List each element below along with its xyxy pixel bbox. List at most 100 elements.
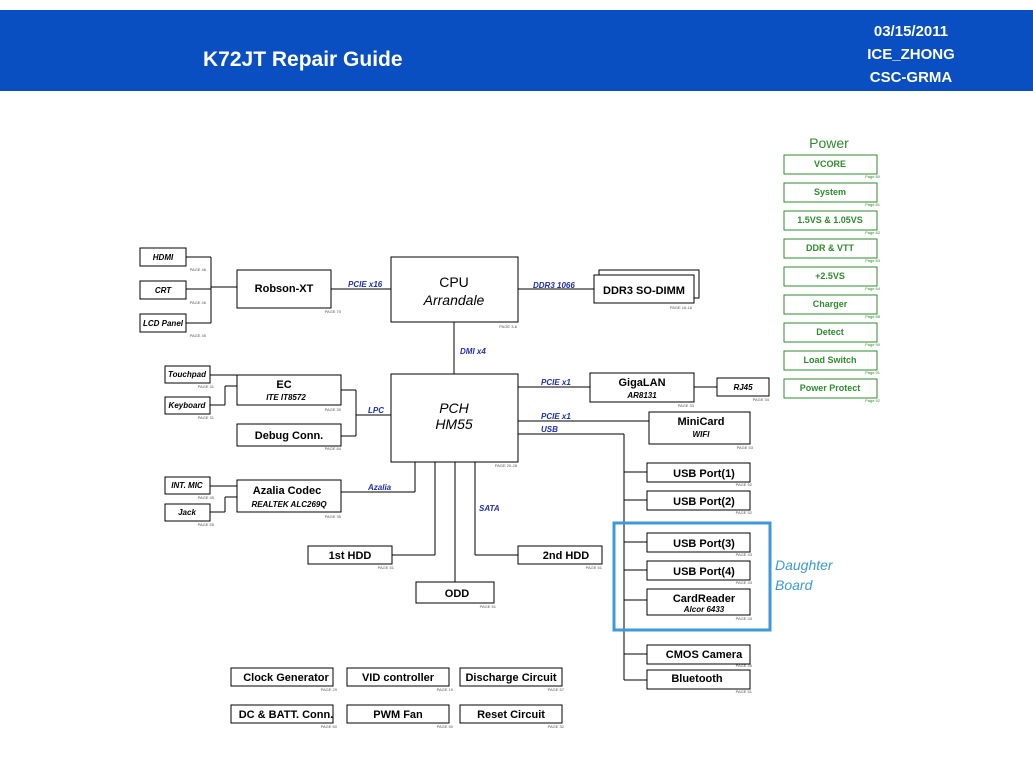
power-item-ddr-vtt: DDR & VTT Page 83	[783, 238, 881, 263]
hdmi-block: HDMI PAGE 46	[139, 247, 207, 272]
discharge-circuit-block: Discharge Circuit PAGE 57	[459, 667, 565, 692]
jack-page: PAGE 55	[198, 522, 215, 527]
int-mic-block: INT. MIC PAGE 45	[164, 476, 215, 500]
clock-generator-label: Clock Generator	[243, 672, 329, 684]
power-item-load-switch-page: Page 91	[865, 370, 881, 375]
rj45-page: PAGE 34	[753, 397, 770, 402]
touchpad-block: Touchpad PAGE 31	[164, 365, 215, 389]
keyboard-page: PAGE 31	[198, 415, 215, 420]
debug-conn-block: Debug Conn. PAGE 64	[236, 423, 342, 451]
power-item-2-5vs: +2.5VS Page 84	[783, 266, 881, 291]
cpu-block: CPU Arrandale PAGE 3-6	[390, 256, 519, 329]
power-item-1-5vs-1-05vs-page: Page 82	[865, 230, 881, 235]
odd-page: PAGE 51	[480, 604, 497, 609]
clock-generator-block: Clock Generator PAGE 29	[230, 667, 338, 692]
header-bar: K72JT Repair Guide 03/15/2011 ICE_ZHONG …	[0, 10, 1033, 91]
power-item-2-5vs-label: +2.5VS	[815, 271, 845, 281]
minicard-label: MiniCard	[677, 416, 724, 428]
cardreader-sub: Alcor 6433	[683, 605, 725, 614]
keyboard-label: Keyboard	[169, 401, 207, 410]
power-title: Power	[809, 135, 849, 151]
odd-label: ODD	[445, 588, 470, 600]
dc-batt-conn-page: PAGE 60	[321, 724, 338, 729]
header-date: 03/15/2011	[873, 23, 949, 40]
hdd1-label: 1st HDD	[329, 550, 372, 562]
power-item-power-protect-page: Page 92	[865, 398, 881, 403]
hdd1-block: 1st HDD PAGE 51	[307, 545, 395, 570]
power-item-1-5vs-1-05vs-label: 1.5VS & 1.05VS	[797, 215, 863, 225]
rj45-label: RJ45	[733, 383, 753, 392]
ec-block: EC ITE IT8572 PAGE 30	[236, 374, 342, 412]
ec-sub: ITE IT8572	[266, 393, 306, 402]
bus-label-ddr3-1066: DDR3 1066	[533, 281, 575, 290]
discharge-circuit-label: Discharge Circuit	[465, 672, 556, 684]
rj45-block: RJ45 PAGE 34	[716, 377, 770, 402]
bluetooth-page: PAGE 51	[736, 689, 753, 694]
power-item-system: System Page 81	[783, 182, 881, 207]
usb-port-4-block: USB Port(4) PAGE 43	[646, 560, 753, 585]
cpu-title: CPU	[439, 274, 469, 290]
robson-xt-page: PAGE 70	[325, 309, 342, 314]
usb-port-2-block: USB Port(2) PAGE 52	[646, 490, 753, 515]
reset-circuit-page: PAGE 32	[548, 724, 565, 729]
power-item-vcore-page: Page 80	[865, 174, 881, 179]
hdd2-page: PAGE 51	[586, 565, 603, 570]
pwm-fan-page: PAGE 50	[437, 724, 454, 729]
bus-label-sata: SATA	[479, 504, 500, 513]
pch-title: PCH	[439, 400, 469, 416]
touchpad-page: PAGE 31	[198, 384, 215, 389]
dc-batt-conn-label: DC & BATT. Conn.	[239, 709, 334, 721]
gigalan-sub: AR8131	[626, 391, 657, 400]
usb-port-3-page: PAGE 43	[736, 552, 753, 557]
cardreader-page: PAGE 43	[736, 616, 753, 621]
dc-batt-conn-block: DC & BATT. Conn. PAGE 60	[230, 704, 338, 729]
azalia-codec-label: Azalia Codec	[253, 485, 321, 497]
jack-label: Jack	[178, 508, 196, 517]
usb-port-1-block: USB Port(1) PAGE 52	[646, 462, 753, 487]
int-mic-page: PAGE 45	[198, 495, 215, 500]
gigalan-label: GigaLAN	[618, 377, 665, 389]
power-item-ddr-vtt-page: Page 83	[865, 258, 881, 263]
clock-generator-page: PAGE 29	[321, 687, 338, 692]
header-author: ICE_ZHONG	[867, 46, 955, 63]
bus-label-dmi-x4: DMI x4	[460, 347, 486, 356]
usb-port-3-block: USB Port(3) PAGE 43	[646, 532, 753, 557]
gigalan-page: PAGE 33	[678, 403, 695, 408]
connection-lines	[186, 256, 717, 681]
lcd-panel-label: LCD Panel	[143, 319, 184, 328]
pwm-fan-block: PWM Fan PAGE 50	[346, 704, 454, 729]
power-item-detect-page: Page 90	[865, 342, 881, 347]
power-item-detect: Detect Page 90	[783, 322, 881, 347]
pch-page: PAGE 20-28	[495, 463, 518, 468]
power-item-load-switch-label: Load Switch	[803, 355, 856, 365]
robson-xt-label: Robson-XT	[255, 283, 314, 295]
pch-block: PCH HM55 PAGE 20-28	[390, 373, 519, 468]
reset-circuit-block: Reset Circuit PAGE 32	[459, 704, 565, 729]
odd-block: ODD PAGE 51	[415, 581, 497, 609]
bus-label-usb: USB	[541, 425, 558, 434]
daughter-board-frame	[612, 521, 772, 632]
power-item-vcore: VCORE Page 80	[783, 154, 881, 179]
int-mic-label: INT. MIC	[171, 481, 203, 490]
usb-port-4-label: USB Port(4)	[673, 566, 735, 578]
power-item-system-page: Page 81	[865, 202, 881, 207]
power-item-1-5vs-1-05vs: 1.5VS & 1.05VS Page 82	[783, 210, 881, 235]
vid-controller-label: VID controller	[362, 672, 435, 684]
debug-conn-page: PAGE 64	[325, 446, 342, 451]
bus-label-lpc: LPC	[368, 406, 384, 415]
cardreader-label: CardReader	[673, 593, 736, 605]
jack-block: Jack PAGE 55	[164, 503, 215, 527]
power-item-power-protect-label: Power Protect	[800, 383, 861, 393]
debug-conn-label: Debug Conn.	[255, 430, 323, 442]
power-item-detect-label: Detect	[816, 327, 844, 337]
usb-port-1-page: PAGE 52	[736, 482, 753, 487]
reset-circuit-label: Reset Circuit	[477, 709, 545, 721]
bluetooth-block: Bluetooth PAGE 51	[646, 669, 753, 694]
cpu-page: PAGE 3-6	[499, 324, 517, 329]
power-item-load-switch: Load Switch Page 91	[783, 350, 881, 375]
daughter-board-label-line1: Daughter	[775, 557, 834, 573]
touchpad-label: Touchpad	[168, 370, 207, 379]
azalia-codec-block: Azalia Codec REALTEK ALC269Q PAGE 35	[236, 479, 342, 519]
power-item-charger: Charger Page 88	[783, 294, 881, 319]
